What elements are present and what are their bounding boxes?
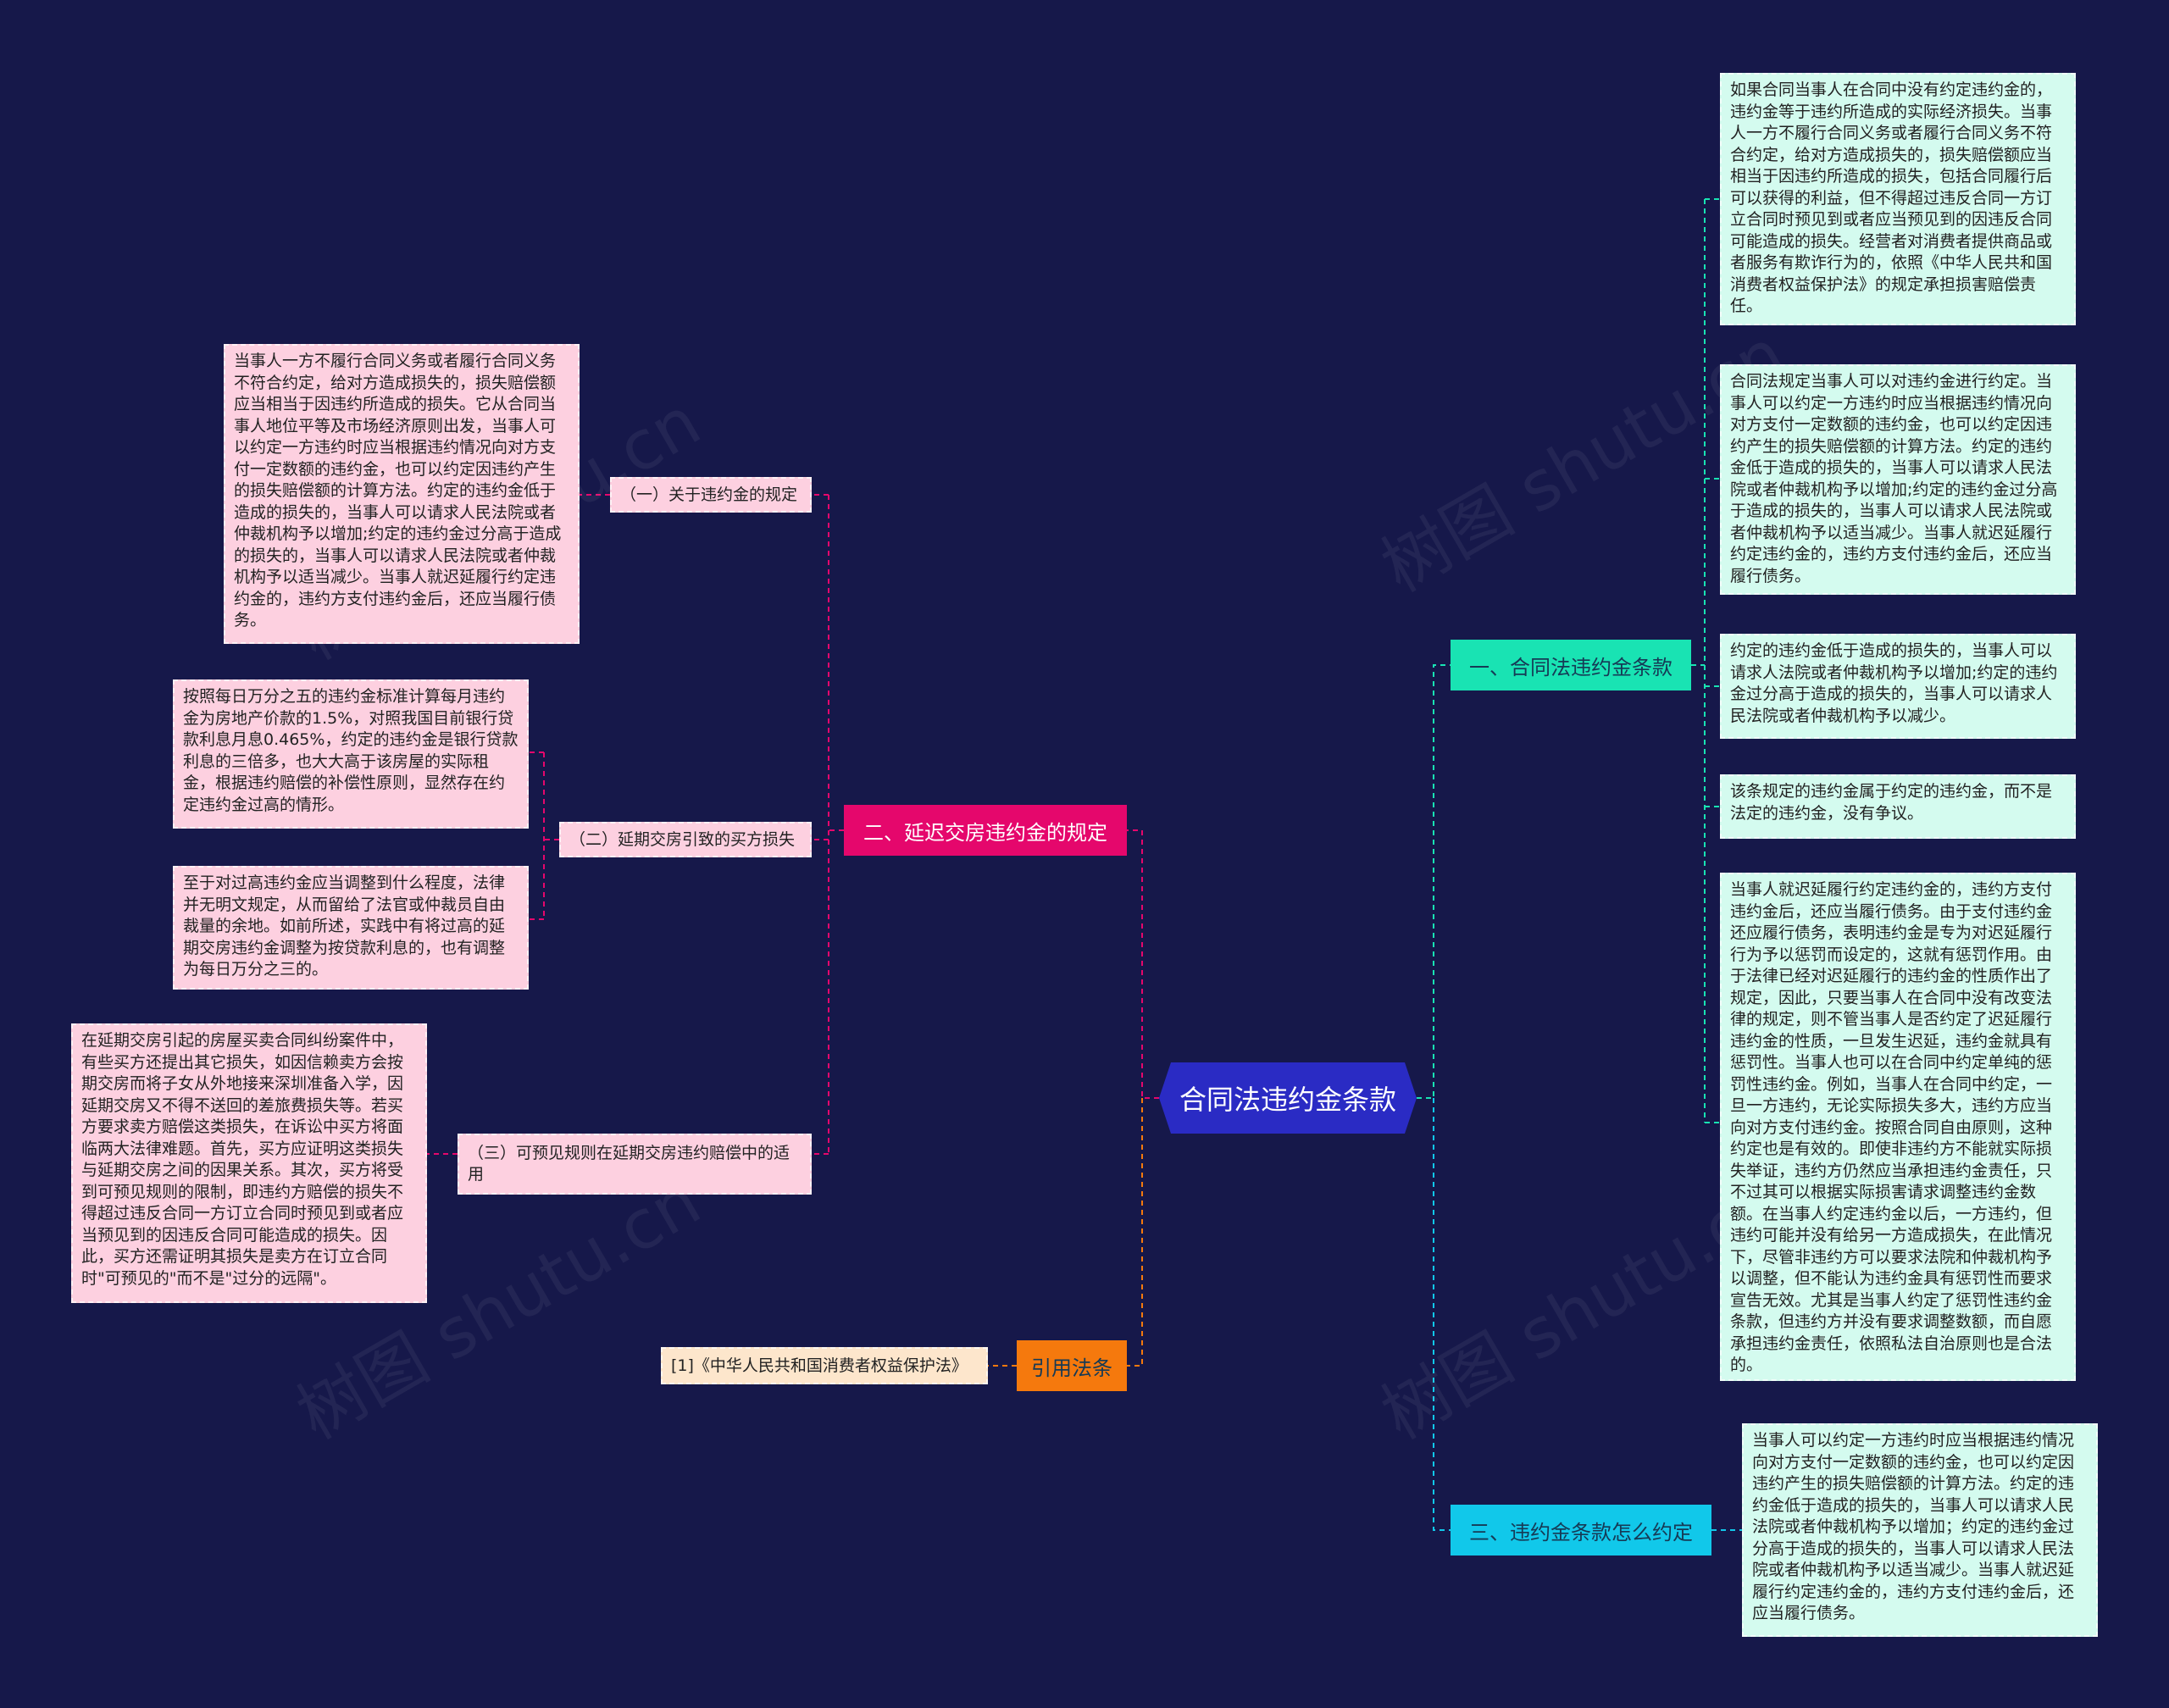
branch-how-to-agree-penalty[interactable]: 三、违约金条款怎么约定	[1451, 1505, 1711, 1556]
leaf-text: 当事人就迟延履行约定违约金的，违约方支付违约金后，还应当履行债务。由于支付违约金…	[1720, 873, 2076, 1381]
sub-buyer-loss[interactable]: （二）延期交房引致的买方损失	[559, 822, 812, 857]
sub-foreseeability-rule[interactable]: （三）可预见规则在延期交房违约赔偿中的适用	[458, 1134, 812, 1195]
leaf-text: 约定的违约金低于造成的损失的，当事人可以请求人法院或者仲裁机构予以增加;约定的违…	[1720, 634, 2076, 739]
leaf-text: 当事人一方不履行合同义务或者履行合同义务不符合约定，给对方造成损失的，损失赔偿额…	[224, 344, 580, 644]
sub-penalty-regulation[interactable]: （一）关于违约金的规定	[610, 477, 812, 513]
leaf-text: 合同法规定当事人可以对违约金进行约定。当事人可以约定一方违约时应当根据违约情况向…	[1720, 364, 2076, 595]
branch-contract-law-penalty-clause[interactable]: 一、合同法违约金条款	[1451, 640, 1691, 690]
leaf-text: 当事人可以约定一方违约时应当根据违约情况向对方支付一定数额的违约金，也可以约定因…	[1742, 1423, 2098, 1637]
leaf-text: 按照每日万分之五的违约金标准计算每月违约金为房地产价款的1.5%，对照我国目前银…	[173, 679, 529, 829]
branch-cited-laws[interactable]: 引用法条	[1017, 1340, 1127, 1391]
root-topic[interactable]: 合同法违约金条款	[1159, 1062, 1417, 1134]
leaf-law-citation[interactable]: [1]《中华人民共和国消费者权益保护法》	[661, 1347, 988, 1384]
leaf-text: 在延期交房引起的房屋买卖合同纠纷案件中，有些买方还提出其它损失，如因信赖卖方会按…	[71, 1023, 427, 1303]
branch-delayed-delivery-penalty[interactable]: 二、延迟交房违约金的规定	[844, 805, 1127, 856]
leaf-text: 该条规定的违约金属于约定的违约金，而不是法定的违约金，没有争议。	[1720, 774, 2076, 839]
leaf-text: 如果合同当事人在合同中没有约定违约金的，违约金等于违约所造成的实际经济损失。当事…	[1720, 73, 2076, 325]
leaf-text: 至于对过高违约金应当调整到什么程度，法律并无明文规定，从而留给了法官或仲裁员自由…	[173, 866, 529, 990]
